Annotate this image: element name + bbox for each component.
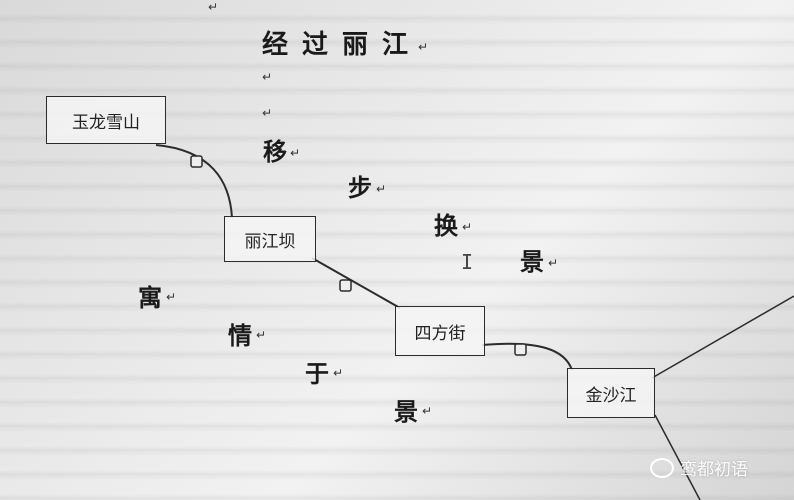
- paragraph-mark: ↵: [376, 182, 387, 196]
- node-yulong-snow-mountain[interactable]: 玉龙雪山: [46, 96, 166, 144]
- node-lijiang-ba[interactable]: 丽江坝: [224, 216, 316, 262]
- connector-yulong-lijiangba: [155, 144, 233, 219]
- paragraph-mark: ↵: [462, 220, 473, 234]
- node-label: 金沙江: [585, 385, 637, 406]
- page-title: 经过丽江: [262, 30, 423, 60]
- paragraph-mark: ↵: [166, 290, 177, 304]
- node-jinsha-river[interactable]: 金沙江: [567, 368, 655, 418]
- node-sifang-street[interactable]: 四方街: [395, 306, 485, 356]
- connector-handle: [514, 343, 527, 356]
- paragraph-mark: ↵: [422, 404, 433, 418]
- text-cursor-icon: I: [461, 250, 474, 274]
- paragraph-mark: ↵: [262, 106, 273, 120]
- branch-line-up: [651, 295, 794, 379]
- path-char-2: 步: [348, 173, 372, 202]
- node-label: 丽江坝: [244, 231, 296, 252]
- feeling-char-3: 于: [305, 359, 329, 388]
- connector-handle: [190, 155, 203, 168]
- feeling-char-4: 景: [394, 397, 418, 426]
- path-char-4: 景: [520, 247, 544, 276]
- paragraph-mark: ↵: [262, 70, 273, 84]
- paragraph-mark: ↵: [208, 0, 219, 14]
- connector-handle: [339, 279, 352, 292]
- path-char-1: 移: [263, 137, 287, 166]
- node-label: 玉龙雪山: [72, 112, 140, 133]
- paragraph-mark: ↵: [290, 146, 301, 160]
- path-char-3: 换: [434, 211, 458, 240]
- wechat-icon: [650, 457, 674, 478]
- feeling-char-2: 情: [228, 321, 252, 350]
- connector-lijiangba-sifangjie: [311, 257, 401, 309]
- paragraph-mark: ↵: [256, 328, 267, 342]
- watermark: 鸾都初语: [650, 455, 748, 480]
- node-label: 四方街: [414, 323, 466, 344]
- paragraph-mark: ↵: [548, 256, 559, 270]
- branch-line-down: [654, 414, 701, 500]
- feeling-char-1: 寓: [138, 283, 162, 312]
- paragraph-mark: ↵: [333, 366, 344, 380]
- connector-sifangjie-jinshajiang: [481, 342, 573, 371]
- watermark-text: 鸾都初语: [680, 460, 748, 480]
- paragraph-mark: ↵: [418, 40, 429, 54]
